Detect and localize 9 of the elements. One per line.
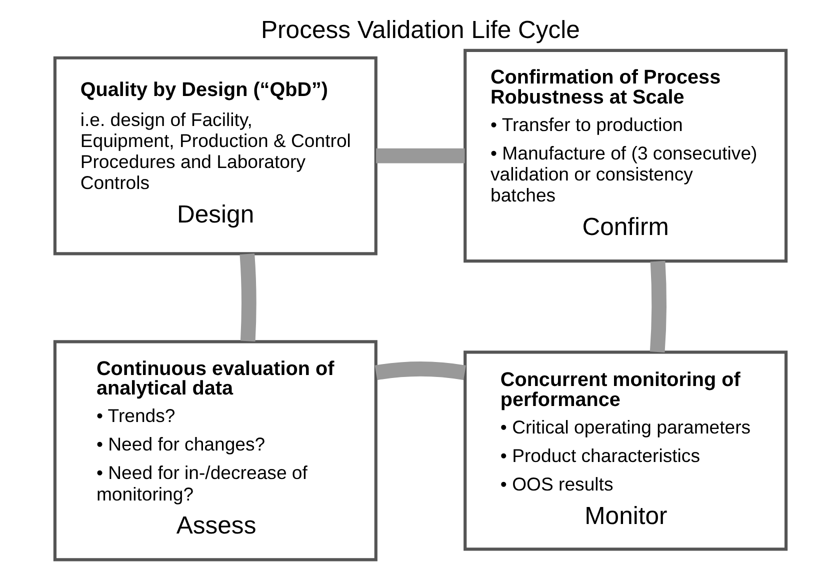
connector — [376, 148, 464, 164]
connector — [239, 253, 256, 342]
diagram-title: Process Validation Life Cycle — [260, 17, 580, 44]
node-box: Confirmation of Process Robustness at Scale • Transfer to production • Manufacture of (3 consecutive) validation or consistency batches Confirm — [463, 48, 788, 263]
connector — [649, 260, 666, 352]
node-box: Quality by Design (“QbD”) i.e. design of Facility, Equipment, Production & Control Procedures and Laboratory Controls Design — [52, 56, 377, 256]
node-box: Concurrent monitoring of performance • Critical operating parameters • Product characteristics • OOS results Monitor — [463, 350, 788, 551]
node-box: Continuous evaluation of analytical data • Trends? • Need for changes? • Need for in-/decrease of monitoring? Assess — [52, 340, 377, 562]
connector — [374, 361, 466, 380]
